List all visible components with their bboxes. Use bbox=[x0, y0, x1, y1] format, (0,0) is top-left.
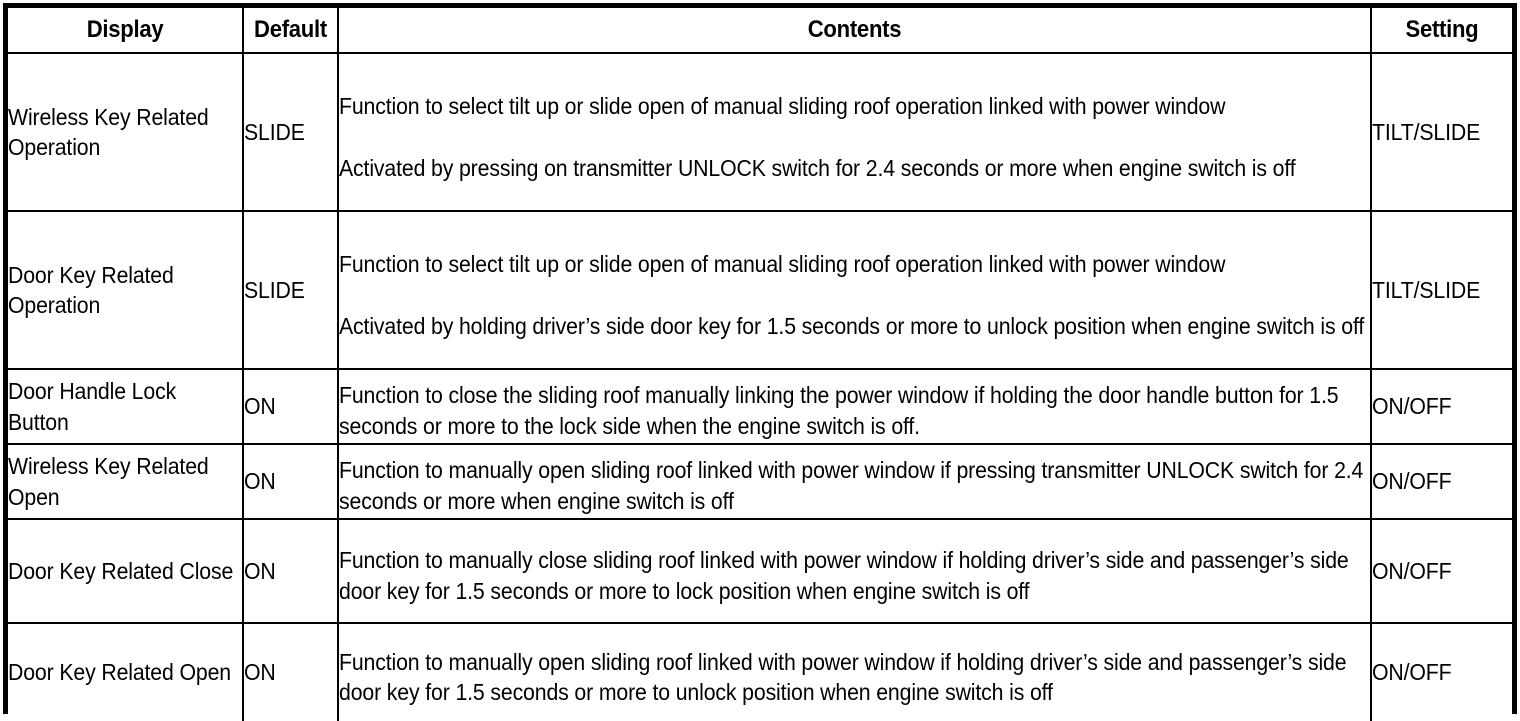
cell-display: Wireless Key Related Open bbox=[8, 443, 244, 520]
table-row: Door Key Related Operation SLIDE Functio… bbox=[8, 210, 1512, 370]
cell-default: SLIDE bbox=[242, 210, 339, 370]
table-row: Wireless Key Related Open ON Function to… bbox=[8, 443, 1512, 520]
setting-value: TILT/SLIDE bbox=[1372, 118, 1481, 145]
cell-display: Door Key Related Close bbox=[8, 518, 244, 624]
cell-contents: Function to manually open sliding roof l… bbox=[337, 622, 1372, 721]
display-value: Door Key Related Close bbox=[8, 557, 234, 584]
setting-value: TILT/SLIDE bbox=[1372, 276, 1481, 303]
setting-value: ON/OFF bbox=[1372, 393, 1452, 420]
cell-display: Wireless Key Related Operation bbox=[8, 52, 244, 212]
contents-paragraph: Activated by pressing on transmitter UNL… bbox=[339, 155, 1296, 182]
cell-contents: Function to close the sliding roof manua… bbox=[337, 368, 1372, 445]
contents-paragraph: Activated by holding driver’s side door … bbox=[339, 313, 1365, 340]
table-body: Wireless Key Related Operation SLIDE Fun… bbox=[8, 52, 1512, 721]
column-header-setting: Setting bbox=[1375, 8, 1507, 54]
setting-value: ON/OFF bbox=[1372, 659, 1452, 686]
cell-contents: Function to manually open sliding roof l… bbox=[337, 443, 1372, 520]
cell-contents: Function to select tilt up or slide open… bbox=[337, 210, 1372, 370]
cell-setting: TILT/SLIDE bbox=[1370, 52, 1512, 212]
contents-paragraphs: Function to close the sliding roof manua… bbox=[339, 372, 1370, 441]
cell-setting: ON/OFF bbox=[1370, 443, 1512, 520]
cell-default: ON bbox=[242, 443, 339, 520]
table-header: Display Default Contents Setting bbox=[8, 8, 1512, 54]
settings-spec-table: Display Default Contents Setting Wireles… bbox=[8, 8, 1512, 721]
default-value: ON bbox=[244, 659, 276, 686]
display-value: Wireless Key Related Open bbox=[8, 453, 209, 510]
cell-default: ON bbox=[242, 622, 339, 721]
column-header-display: Display bbox=[17, 8, 235, 54]
contents-paragraphs: Function to manually close sliding roof … bbox=[339, 536, 1370, 606]
display-value: Door Key Related Open bbox=[8, 659, 231, 686]
table-row: Wireless Key Related Operation SLIDE Fun… bbox=[8, 52, 1512, 212]
contents-paragraph: Function to select tilt up or slide open… bbox=[339, 93, 1226, 120]
column-header-display-label: Display bbox=[86, 16, 164, 43]
setting-value: ON/OFF bbox=[1372, 557, 1452, 584]
contents-paragraph: Function to close the sliding roof manua… bbox=[339, 382, 1339, 439]
column-header-default-label: Default bbox=[254, 16, 327, 43]
default-value: ON bbox=[244, 557, 276, 584]
cell-default: ON bbox=[242, 518, 339, 624]
column-header-contents-label: Contents bbox=[807, 16, 902, 43]
cell-setting: ON/OFF bbox=[1370, 518, 1512, 624]
column-header-setting-label: Setting bbox=[1405, 16, 1479, 43]
cell-setting: ON/OFF bbox=[1370, 368, 1512, 445]
default-value: SLIDE bbox=[244, 118, 305, 145]
contents-paragraphs: Function to manually open sliding roof l… bbox=[339, 638, 1370, 708]
table-row: Door Key Related Close ON Function to ma… bbox=[8, 518, 1512, 624]
table-row: Door Handle Lock Button ON Function to c… bbox=[8, 368, 1512, 445]
cell-setting: ON/OFF bbox=[1370, 622, 1512, 721]
contents-paragraphs: Function to select tilt up or slide open… bbox=[339, 238, 1370, 341]
contents-paragraph: Function to manually open sliding roof l… bbox=[339, 648, 1347, 705]
default-value: SLIDE bbox=[244, 276, 305, 303]
settings-spec-table-container: Display Default Contents Setting Wireles… bbox=[3, 3, 1517, 721]
contents-paragraphs: Function to select tilt up or slide open… bbox=[339, 80, 1370, 183]
display-value: Wireless Key Related Operation bbox=[8, 103, 209, 160]
cell-contents: Function to manually close sliding roof … bbox=[337, 518, 1372, 624]
cell-display: Door Handle Lock Button bbox=[8, 368, 244, 445]
cell-default: ON bbox=[242, 368, 339, 445]
cell-setting: TILT/SLIDE bbox=[1370, 210, 1512, 370]
display-value: Door Handle Lock Button bbox=[8, 378, 177, 435]
contents-paragraphs: Function to manually open sliding roof l… bbox=[339, 447, 1370, 516]
display-value: Door Key Related Operation bbox=[8, 261, 174, 318]
cell-contents: Function to select tilt up or slide open… bbox=[337, 52, 1372, 212]
contents-paragraph: Function to manually close sliding roof … bbox=[339, 547, 1349, 604]
column-header-default: Default bbox=[245, 8, 336, 54]
cell-display: Door Key Related Open bbox=[8, 622, 244, 721]
table-row: Door Key Related Open ON Function to man… bbox=[8, 622, 1512, 721]
setting-value: ON/OFF bbox=[1372, 468, 1452, 495]
header-row: Display Default Contents Setting bbox=[8, 8, 1512, 54]
column-header-contents: Contents bbox=[378, 8, 1331, 54]
cell-default: SLIDE bbox=[242, 52, 339, 212]
cell-display: Door Key Related Operation bbox=[8, 210, 244, 370]
default-value: ON bbox=[244, 468, 276, 495]
default-value: ON bbox=[244, 393, 276, 420]
contents-paragraph: Function to select tilt up or slide open… bbox=[339, 251, 1226, 278]
contents-paragraph: Function to manually open sliding roof l… bbox=[339, 457, 1364, 514]
